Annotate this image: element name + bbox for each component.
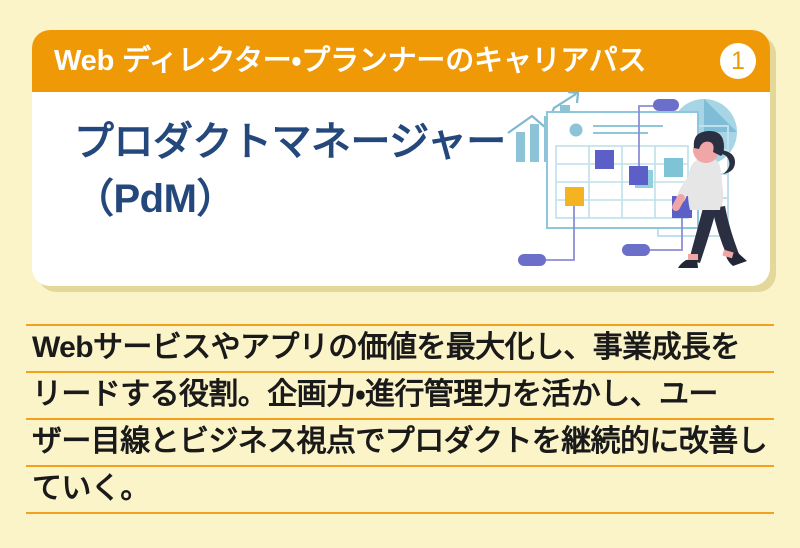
- description-line: Webサービスやアプリの価値を最大化し、事業成長を: [32, 331, 740, 364]
- connector-pills: [518, 99, 679, 266]
- connector-lines: [544, 105, 683, 261]
- page-title: プロダクトマネージャー （PdM）: [74, 120, 506, 221]
- rule-line: [26, 465, 774, 467]
- person-illustration: [672, 130, 747, 268]
- career-path-card: Web ディレクター・プランナーのキャリアパス 1 プロダクトマネージャー （P…: [32, 30, 770, 286]
- sticky-note-blue-2: [629, 166, 648, 185]
- rule-line: [26, 418, 774, 420]
- card-title: Web ディレクター・プランナーのキャリアパス: [54, 44, 647, 77]
- ruled-lines: [26, 324, 774, 516]
- rule-line: [26, 371, 774, 373]
- card-body: プロダクトマネージャー （PdM）: [32, 90, 770, 286]
- description-text: Webサービスやアプリの価値を最大化し、事業成長を リードする役割。企画力・進行…: [32, 324, 776, 512]
- card-header: Web ディレクター・プランナーのキャリアパス 1: [32, 30, 770, 92]
- description-line: ていく。: [32, 472, 150, 505]
- sticky-note-blue: [595, 150, 614, 169]
- illustration: [498, 88, 766, 286]
- step-number-badge: 1: [720, 43, 756, 79]
- rule-line: [26, 512, 774, 514]
- description-line: リードする役割。企画力・進行管理力を活かし、ユー: [32, 378, 718, 411]
- sticky-note-yellow: [565, 187, 584, 206]
- rule-line: [26, 324, 774, 326]
- sticky-note-teal: [664, 158, 683, 177]
- woman-at-kanban-board-icon: [507, 90, 747, 268]
- description-line: ザー目線とビジネス視点でプロダクトを継続的に改善し: [32, 425, 768, 458]
